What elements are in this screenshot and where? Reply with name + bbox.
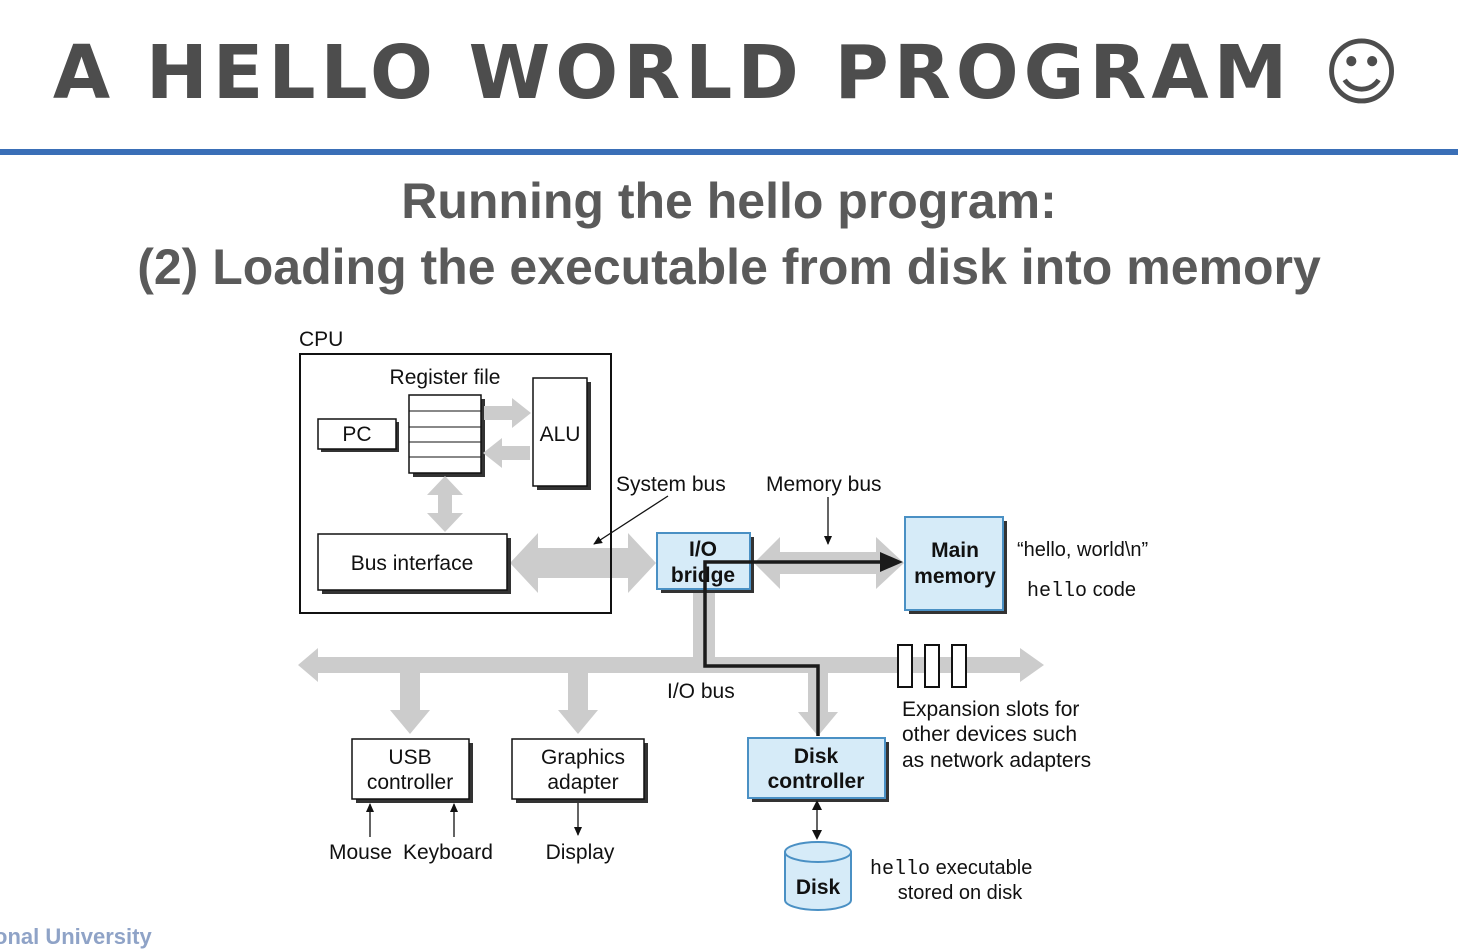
expansion-label-1: Expansion slots for	[902, 698, 1079, 721]
register-bus-arrow	[427, 476, 463, 532]
mouse-label: Mouse	[329, 841, 392, 864]
register-alu-arrows	[483, 398, 531, 468]
disk-note-line-2: stored on disk	[898, 882, 1024, 904]
expansion-slots	[897, 644, 967, 688]
disk: Disk	[784, 841, 852, 911]
graphics-adapter: Graphics adapter	[511, 738, 648, 803]
graphics-label-2: adapter	[547, 771, 618, 794]
register-file	[408, 394, 485, 477]
bus-interface-label: Bus interface	[351, 552, 474, 575]
keyboard-label: Keyboard	[403, 841, 493, 864]
disk-label: Disk	[796, 876, 841, 899]
disk-controller: Disk controller	[747, 737, 889, 802]
memory-bus-label: Memory bus	[766, 473, 882, 496]
pc-label: PC	[342, 423, 371, 446]
cpu-box	[299, 353, 612, 614]
data-path-arrowhead	[880, 552, 903, 572]
system-bus-pointer	[593, 495, 669, 545]
data-path-line	[703, 560, 892, 736]
expansion-label-2: other devices such	[902, 723, 1077, 746]
alu: ALU	[532, 377, 591, 490]
memory-content-code: hello code	[1027, 579, 1136, 603]
subtitle-line-2: (2) Loading the executable from disk int…	[137, 239, 1321, 295]
cpu-label: CPU	[299, 328, 343, 351]
disk-controller-label-2: controller	[768, 770, 865, 793]
register-file-label: Register file	[390, 366, 501, 389]
io-bridge-label-2: bridge	[671, 564, 735, 587]
system-bus-label: System bus	[616, 473, 726, 496]
io-bridge-label-1: I/O	[689, 538, 717, 561]
disk-controller-disk-arrow	[812, 800, 822, 840]
bus-drops	[390, 673, 838, 736]
main-memory-label-2: memory	[914, 565, 996, 588]
subtitle-line-1: Running the hello program:	[401, 173, 1057, 229]
title-divider	[0, 149, 1458, 155]
pc-register: PC	[317, 418, 399, 452]
usb-label-1: USB	[388, 746, 431, 769]
slide-title: A HELLO WORLD PROGRAM ☺	[52, 30, 1406, 116]
usb-label-2: controller	[367, 771, 453, 794]
disk-note-line-1: hello executable	[870, 857, 1032, 881]
system-bus	[510, 533, 656, 593]
alu-label: ALU	[540, 423, 581, 446]
memory-content-string: “hello, world\n”	[1017, 539, 1148, 561]
display-label: Display	[546, 841, 615, 864]
io-bus-label: I/O bus	[667, 680, 735, 703]
main-memory: Main memory	[904, 516, 1007, 614]
graphics-label-1: Graphics	[541, 746, 625, 769]
main-memory-label-1: Main	[931, 539, 979, 562]
bus-interface: Bus interface	[317, 533, 511, 594]
disk-controller-label-1: Disk	[794, 745, 839, 768]
expansion-label-3: as network adapters	[902, 749, 1091, 772]
usb-controller: USB controller	[351, 738, 473, 803]
